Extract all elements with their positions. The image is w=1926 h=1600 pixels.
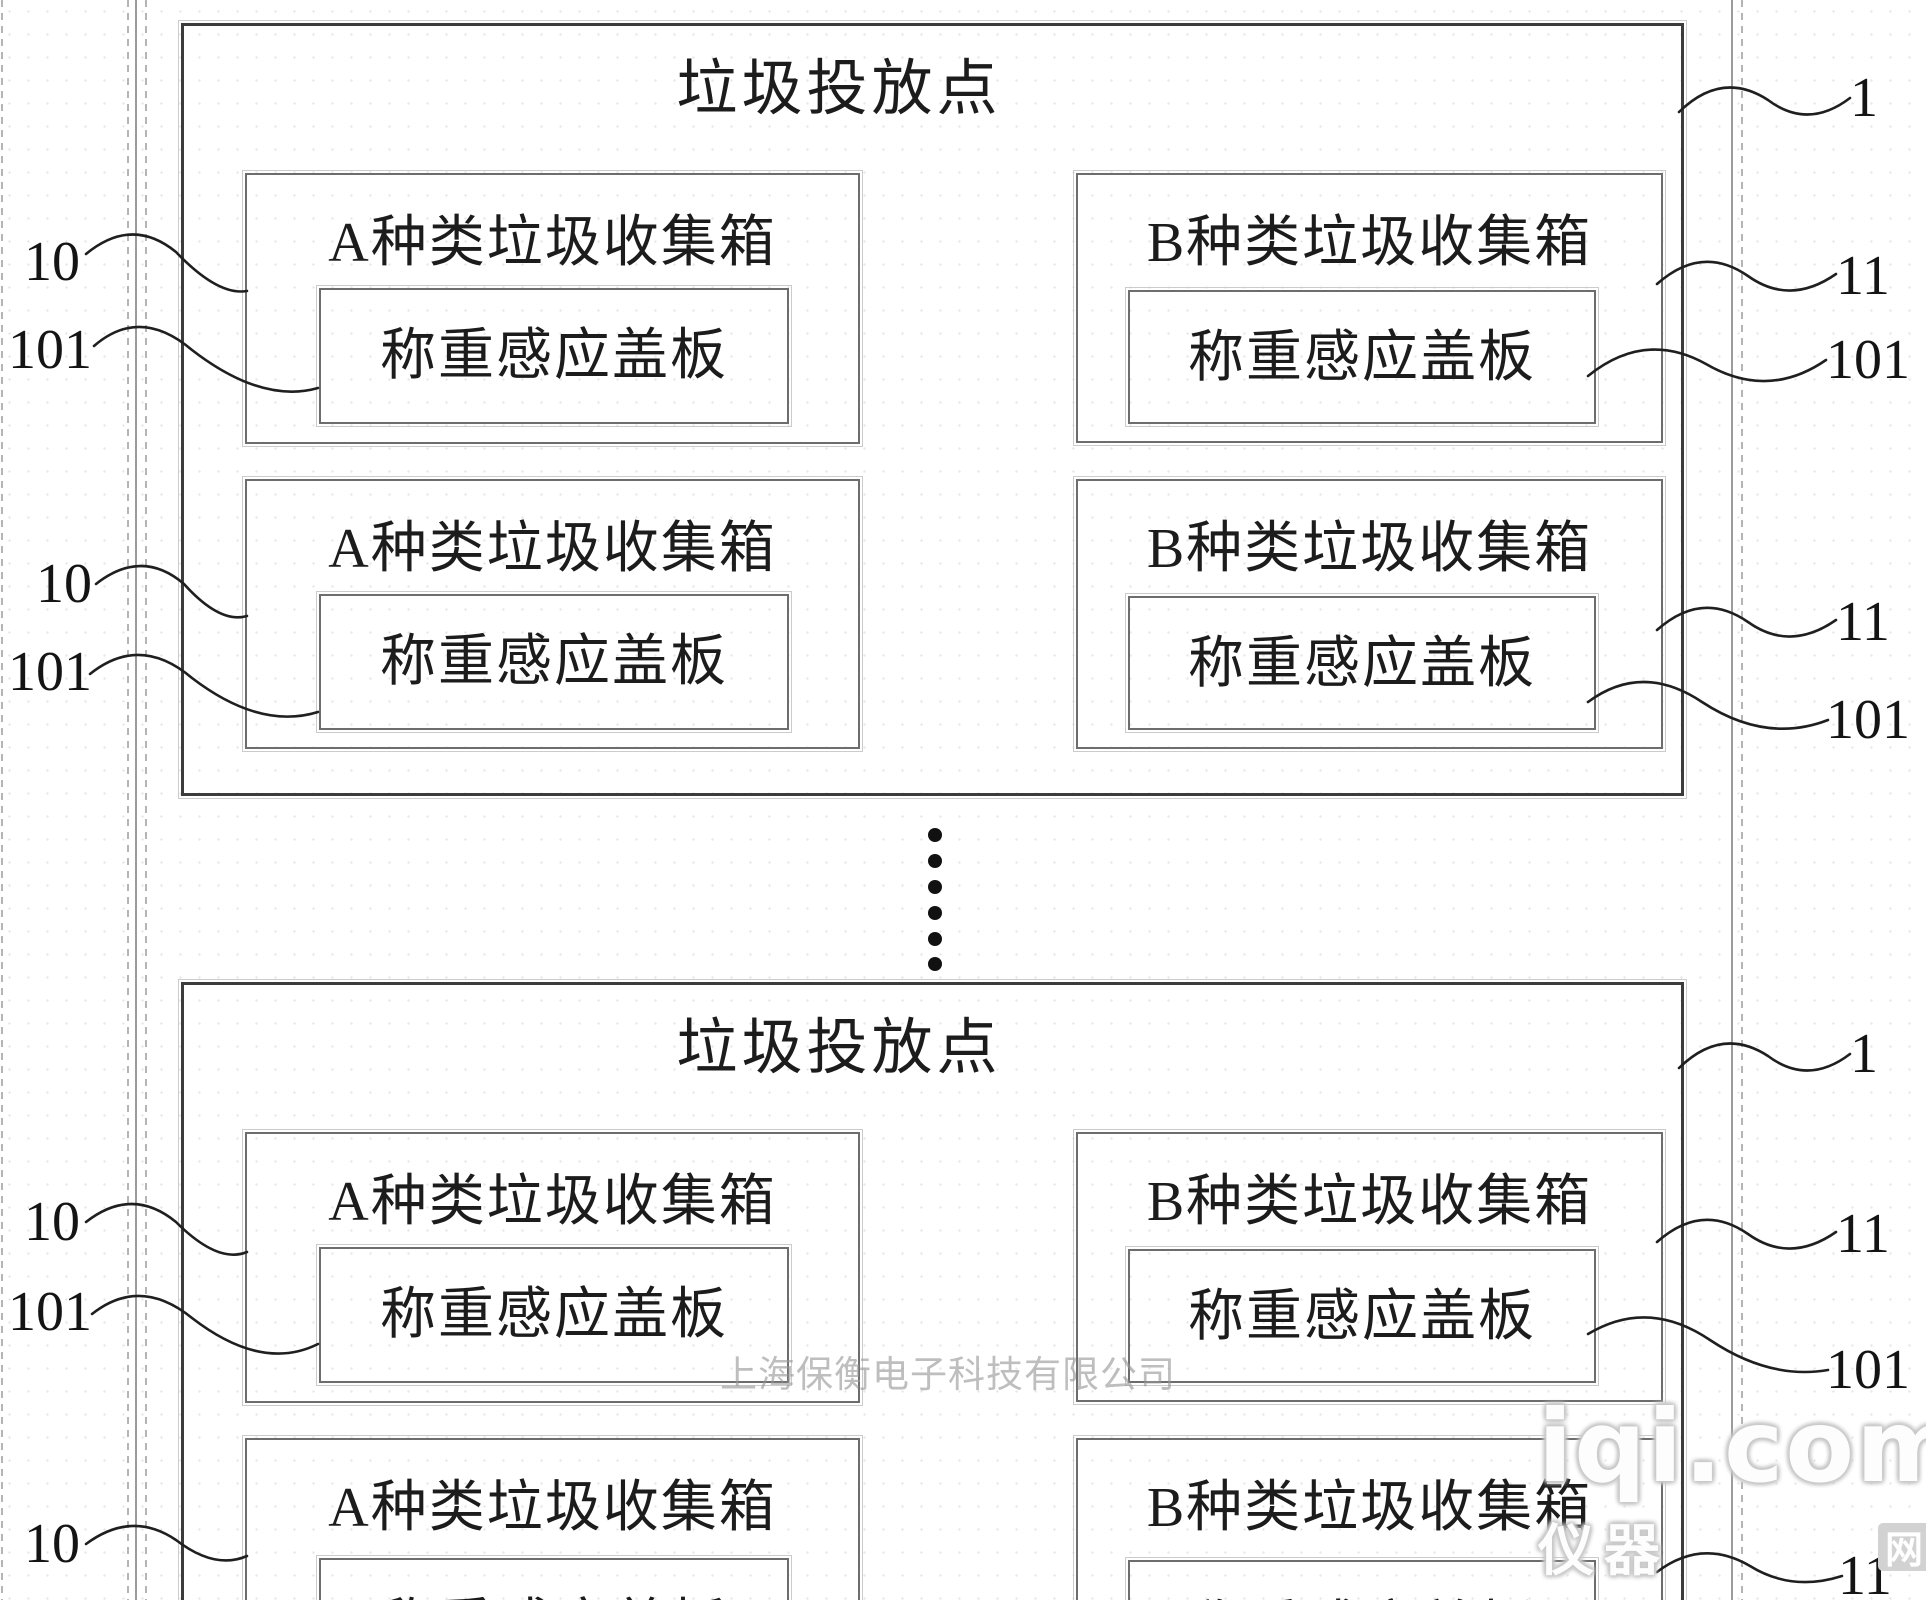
leader-line-101-4 xyxy=(1586,348,1828,383)
leader-line-101-1 xyxy=(92,325,320,393)
page-edge-line-left-dotted xyxy=(127,0,129,1600)
ref-label-101-5: 101 xyxy=(1826,689,1910,751)
site-watermark: iqi.com 仪器 网 xyxy=(1538,1392,1926,1587)
ref-label-1-1: 1 xyxy=(1850,67,1878,129)
weighing-lid-b4: 称重感应盖板 xyxy=(1125,1557,1599,1600)
weighing-lid-a1: 称重感应盖板 xyxy=(316,285,792,427)
weighing-lid-b3: 称重感应盖板 xyxy=(1125,1246,1599,1386)
leader-line-11-4 xyxy=(1655,1552,1844,1584)
leader-line-101-3 xyxy=(90,1294,320,1355)
weighing-lid-b4-label: 称重感应盖板 xyxy=(1130,1582,1594,1600)
leader-line-10-1 xyxy=(84,233,249,293)
ref-label-101-3: 101 xyxy=(8,1281,92,1343)
disposal-point-title-2: 垃圾投放点 xyxy=(676,1015,1002,1082)
leader-line-101-5 xyxy=(1586,680,1830,730)
disposal-point-box-2: 垃圾投放点 A种类垃圾收集箱 称重感应盖板 B种类垃圾收集箱 称重感应盖板 A种… xyxy=(178,979,1687,1600)
leader-line-10-3 xyxy=(84,1202,249,1256)
weighing-lid-a4-label: 称重感应盖板 xyxy=(321,1580,787,1600)
page-border-line-left xyxy=(135,0,137,1600)
site-watermark-url: iqi.com xyxy=(1538,1388,1926,1505)
collection-box-b3-label: B种类垃圾收集箱 xyxy=(1146,1171,1593,1233)
collection-box-b1: B种类垃圾收集箱 称重感应盖板 xyxy=(1073,170,1666,446)
collection-box-b1-label: B种类垃圾收集箱 xyxy=(1146,212,1593,274)
ref-label-10-2: 10 xyxy=(36,553,92,615)
weighing-lid-b3-label: 称重感应盖板 xyxy=(1188,1286,1536,1348)
weighing-lid-a1-label: 称重感应盖板 xyxy=(380,325,728,387)
ref-label-101-1: 101 xyxy=(8,319,92,381)
collection-box-a2: A种类垃圾收集箱 称重感应盖板 xyxy=(242,476,863,752)
ellipsis-dot xyxy=(928,957,942,971)
leader-line-101-6 xyxy=(1586,1316,1830,1374)
page-border-line-right-2 xyxy=(1741,0,1743,1600)
ref-label-10-4: 10 xyxy=(24,1513,80,1575)
ref-label-11-1: 11 xyxy=(1836,245,1890,307)
ellipsis-dot xyxy=(928,880,942,894)
leader-line-11-2 xyxy=(1655,606,1838,638)
company-watermark: 上海保衡电子科技有限公司 xyxy=(720,1354,1176,1395)
weighing-lid-a2: 称重感应盖板 xyxy=(316,591,792,733)
ref-label-101-4: 101 xyxy=(1826,329,1910,391)
ref-label-101-6: 101 xyxy=(1826,1339,1910,1401)
collection-box-a4: A种类垃圾收集箱 称重感应盖板 xyxy=(242,1435,863,1600)
leader-line-1-2 xyxy=(1677,1042,1852,1072)
ellipsis-dot xyxy=(928,906,942,920)
ref-label-101-2: 101 xyxy=(8,641,92,703)
weighing-lid-b2-label: 称重感应盖板 xyxy=(1188,633,1536,695)
leader-line-11-3 xyxy=(1655,1218,1838,1250)
collection-box-b2-label: B种类垃圾收集箱 xyxy=(1146,518,1593,580)
leader-line-1-1 xyxy=(1677,86,1852,116)
collection-box-a4-label: A种类垃圾收集箱 xyxy=(328,1477,777,1539)
collection-box-a1-label: A种类垃圾收集箱 xyxy=(328,212,777,274)
collection-box-a3-label: A种类垃圾收集箱 xyxy=(328,1171,777,1233)
weighing-lid-a3-label: 称重感应盖板 xyxy=(380,1284,728,1346)
leader-line-10-4 xyxy=(84,1524,249,1562)
weighing-lid-a3: 称重感应盖板 xyxy=(316,1244,792,1386)
page-edge-line-left-outer xyxy=(1,0,3,1600)
collection-box-b4-label: B种类垃圾收集箱 xyxy=(1146,1477,1593,1539)
ellipsis-dot xyxy=(928,932,942,946)
weighing-lid-b1-label: 称重感应盖板 xyxy=(1188,327,1536,389)
collection-box-a3: A种类垃圾收集箱 称重感应盖板 xyxy=(242,1129,863,1406)
disposal-point-box-1: 垃圾投放点 A种类垃圾收集箱 称重感应盖板 B种类垃圾收集箱 称重感应盖板 A种… xyxy=(178,20,1687,799)
ref-label-11-2: 11 xyxy=(1836,591,1890,653)
weighing-lid-b1: 称重感应盖板 xyxy=(1125,287,1599,427)
weighing-lid-a4: 称重感应盖板 xyxy=(316,1555,792,1600)
site-watermark-logo: 网 xyxy=(1878,1522,1926,1572)
weighing-lid-a2-label: 称重感应盖板 xyxy=(380,631,728,693)
collection-box-a1: A种类垃圾收集箱 称重感应盖板 xyxy=(242,170,863,447)
ellipsis-dot xyxy=(928,828,942,842)
site-watermark-row: 仪器 网 xyxy=(1538,1506,1926,1587)
leader-line-10-2 xyxy=(94,564,249,619)
collection-box-b4: B种类垃圾收集箱 称重感应盖板 xyxy=(1073,1435,1666,1600)
ref-label-11-3: 11 xyxy=(1836,1203,1890,1265)
collection-box-a2-label: A种类垃圾收集箱 xyxy=(328,518,777,580)
leader-line-11-1 xyxy=(1655,260,1838,292)
ref-label-10-3: 10 xyxy=(24,1191,80,1253)
page-border-line-left-2 xyxy=(145,0,147,1600)
leader-line-101-2 xyxy=(88,653,320,718)
collection-box-b3: B种类垃圾收集箱 称重感应盖板 xyxy=(1073,1129,1666,1405)
ellipsis-dot xyxy=(928,854,942,868)
weighing-lid-b2: 称重感应盖板 xyxy=(1125,593,1599,733)
vertical-ellipsis xyxy=(928,828,942,971)
ref-label-10-1: 10 xyxy=(24,231,80,293)
collection-box-b2: B种类垃圾收集箱 称重感应盖板 xyxy=(1073,476,1666,752)
site-watermark-cn: 仪器 xyxy=(1538,1519,1670,1584)
page-border-line-right xyxy=(1731,0,1733,1600)
disposal-point-title-1: 垃圾投放点 xyxy=(676,56,1002,123)
ref-label-1-2: 1 xyxy=(1850,1023,1878,1085)
